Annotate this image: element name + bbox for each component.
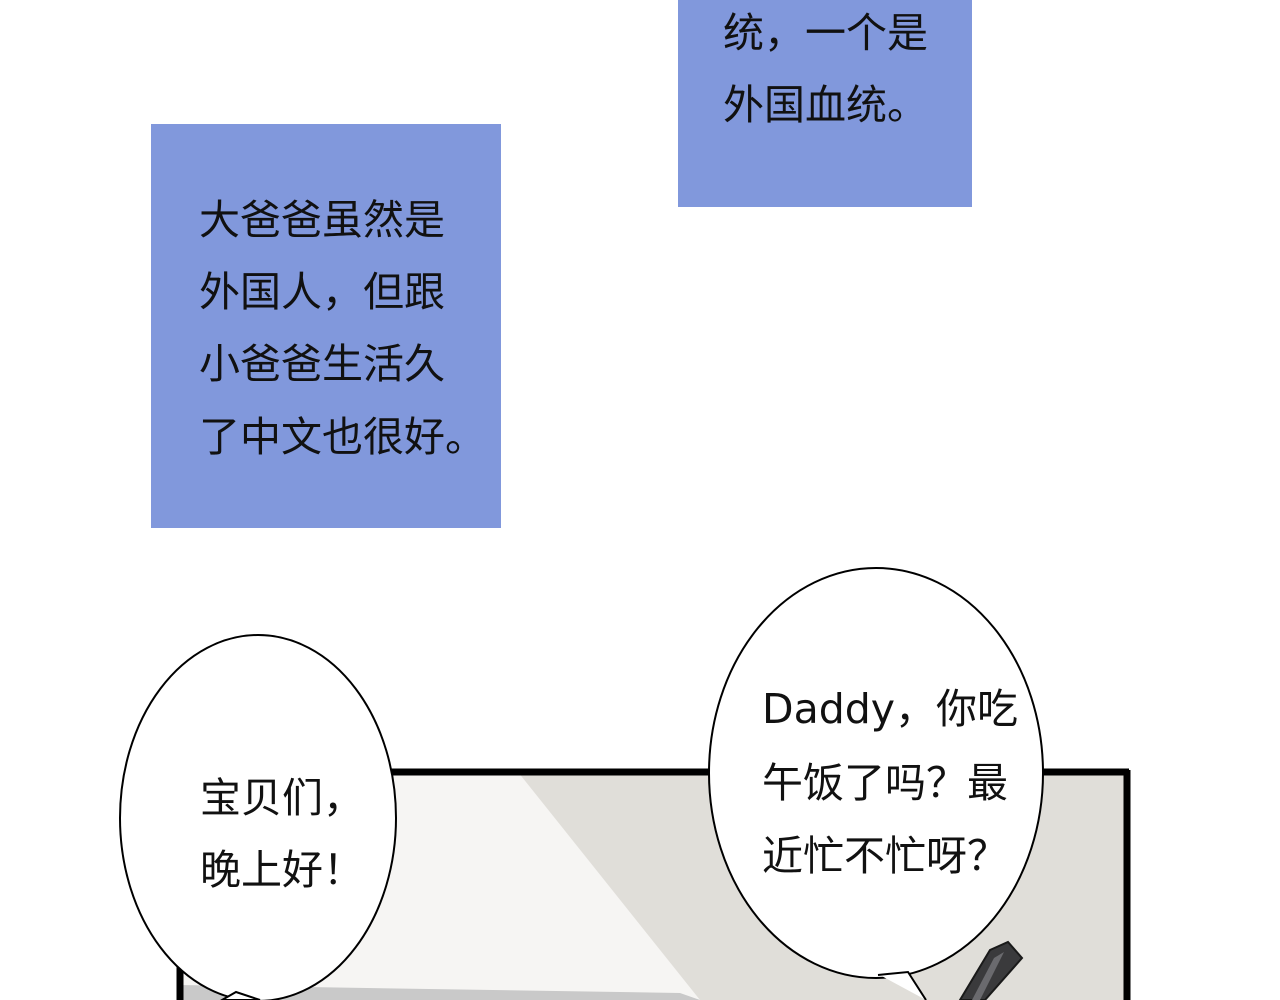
narration-line: 了中文也很好。 [199,413,486,461]
dialogue-line: 午饭了吗？最 [762,759,1008,807]
narration-line: 小爸爸生活久 [199,340,445,388]
dialogue-line: Daddy，你吃 [762,685,1019,733]
panel-shadow-strip [180,985,700,1000]
speech-bubble-left [119,634,397,1000]
speech-bubble-left-tail [219,990,261,1000]
speech-bubble-right-tail [878,972,926,1000]
narration-box-top: 统，一个是 外国血统。 [678,0,972,207]
narration-line: 大爸爸虽然是 [199,196,445,244]
narration-line: 外国人，但跟 [199,268,445,316]
phone-highlight [972,952,1004,1000]
dialogue-line: 宝贝们， [200,774,364,822]
dialogue-line: 近忙不忙呀？ [762,832,1008,880]
speech-bubble-right-tail-edge [877,970,927,1000]
speech-bubble-right [708,567,1044,979]
narration-line: 外国血统。 [723,81,928,129]
narration-box-left: 大爸爸虽然是 外国人，但跟 小爸爸生活久 了中文也很好。 [151,124,501,528]
dialogue-line: 晚上好！ [200,846,364,894]
narration-line: 统，一个是 [723,9,928,57]
